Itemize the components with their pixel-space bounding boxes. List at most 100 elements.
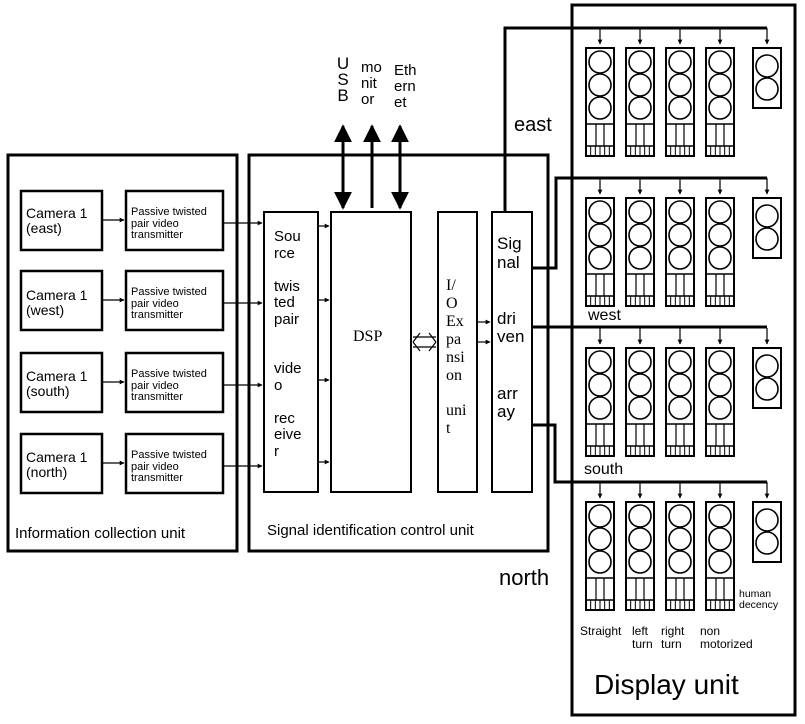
- lamp-lens: [708, 396, 732, 420]
- lamp-lens: [588, 350, 612, 374]
- pedestrian-lens: [755, 227, 779, 251]
- lamp-lens: [628, 223, 652, 247]
- transmitter-box: [124, 189, 225, 252]
- lamp-lens: [588, 373, 612, 397]
- lamp-lens: [708, 223, 732, 247]
- direction-label-south: south: [584, 461, 624, 478]
- lamp-lens: [668, 96, 692, 120]
- lamp-lens: [628, 396, 652, 420]
- lamp-lens: [668, 373, 692, 397]
- signal-lamp-groups: [585, 28, 782, 611]
- transmitter-box: [124, 351, 225, 414]
- pedestrian-lens: [755, 54, 779, 78]
- lamp-label-pedestrian: human decency: [739, 588, 779, 612]
- dsp-box: [330, 211, 412, 493]
- lamp-lens: [588, 96, 612, 120]
- lamp-lens: [588, 200, 612, 224]
- lamp-group-west: [585, 178, 782, 307]
- lamp-lens: [708, 504, 732, 528]
- transmitter-box: [124, 432, 225, 495]
- lamp-lens: [588, 396, 612, 420]
- lamp-lens: [668, 504, 692, 528]
- camera-row-south: [19, 351, 263, 414]
- port-label-usb: U S B: [336, 54, 350, 106]
- transmitter-label-west: Passive twisted pair video transmitter: [131, 286, 207, 322]
- pedestrian-lens: [755, 77, 779, 101]
- lamp-lens: [708, 96, 732, 120]
- camera-row-west: [19, 269, 263, 332]
- dsp-io-bidirectional-arrow: [412, 332, 437, 352]
- transmitter-label-north: Passive twisted pair video transmitter: [131, 449, 207, 485]
- display-unit-title: Display unit: [594, 669, 739, 700]
- pedestrian-lens: [755, 377, 779, 401]
- lamp-lens: [588, 223, 612, 247]
- transmitter-box: [124, 269, 225, 332]
- direction-label-north: north: [499, 565, 550, 590]
- signal-driver-array-box: [491, 211, 533, 493]
- pedestrian-lens: [755, 531, 779, 555]
- lamp-lens: [668, 527, 692, 551]
- lamp-lens: [708, 73, 732, 97]
- transmitter-label-east: Passive twisted pair video transmitter: [131, 206, 207, 242]
- pedestrian-signal-head: [752, 347, 782, 409]
- lamp-lens: [628, 527, 652, 551]
- lamp-lens: [668, 550, 692, 574]
- lamp-lens: [588, 550, 612, 574]
- io-expansion-box: [437, 211, 478, 493]
- lamp-lens: [668, 350, 692, 374]
- lamp-lens: [668, 50, 692, 74]
- lamp-label-non-motorized: non motorized: [700, 624, 753, 651]
- pedestrian-lens: [755, 508, 779, 532]
- lamp-lens: [708, 50, 732, 74]
- twisted-pair-receiver-box: [263, 211, 319, 493]
- io-to-driver-links: [477, 319, 491, 345]
- receiver-to-dsp-links: [318, 223, 330, 465]
- information-collection-unit-frame: [6, 153, 239, 553]
- lamp-lens: [708, 246, 732, 270]
- lamp-group-east: [585, 28, 782, 157]
- lamp-lens: [708, 200, 732, 224]
- camera-label-east: Camera 1 (east): [26, 205, 88, 236]
- lamp-lens: [628, 200, 652, 224]
- dsp-label: DSP: [353, 328, 383, 345]
- direction-label-west: west: [588, 307, 621, 324]
- lamp-lens: [588, 73, 612, 97]
- lamp-lens: [588, 246, 612, 270]
- lamp-label-left-turn: left turn: [632, 624, 653, 651]
- lamp-lens: [708, 550, 732, 574]
- lamp-lens: [668, 73, 692, 97]
- lamp-label-straight: Straight: [580, 624, 622, 638]
- lamp-lens: [628, 96, 652, 120]
- lamp-lens: [708, 373, 732, 397]
- lamp-lens: [628, 73, 652, 97]
- lamp-lens: [588, 504, 612, 528]
- lamp-lens: [628, 550, 652, 574]
- signal-identification-unit-title: Signal identification control unit: [267, 522, 474, 539]
- lamp-lens: [628, 504, 652, 528]
- lamp-lens: [628, 246, 652, 270]
- receiver-label: Sou rce twis ted pair vide o rec eive r: [274, 228, 302, 460]
- port-label-ethernet: Eth ern et: [394, 62, 417, 111]
- lamp-lens: [588, 50, 612, 74]
- display-unit-frame: [570, 3, 797, 717]
- lamp-group-south: [585, 328, 782, 457]
- camera-label-south: Camera 1 (south): [26, 368, 88, 399]
- pedestrian-lens: [755, 204, 779, 228]
- lamp-lens: [668, 200, 692, 224]
- lamp-lens: [628, 350, 652, 374]
- lamp-group-north: [585, 482, 782, 611]
- signal-driver-array-label: Sig nal dri ven arr ay: [497, 234, 525, 422]
- lamp-lens: [628, 373, 652, 397]
- lamp-label-right-turn: right turn: [661, 624, 685, 651]
- port-arrows: [334, 124, 409, 210]
- lamp-lens: [708, 350, 732, 374]
- pedestrian-lens: [755, 354, 779, 378]
- camera-row-north: [19, 432, 263, 495]
- lamp-lens: [708, 527, 732, 551]
- camera-label-west: Camera 1 (west): [26, 287, 88, 318]
- information-collection-unit-title: Information collection unit: [15, 525, 186, 542]
- transmitter-label-south: Passive twisted pair video transmitter: [131, 368, 207, 404]
- camera-row-east: [19, 189, 263, 252]
- lamp-lens: [668, 246, 692, 270]
